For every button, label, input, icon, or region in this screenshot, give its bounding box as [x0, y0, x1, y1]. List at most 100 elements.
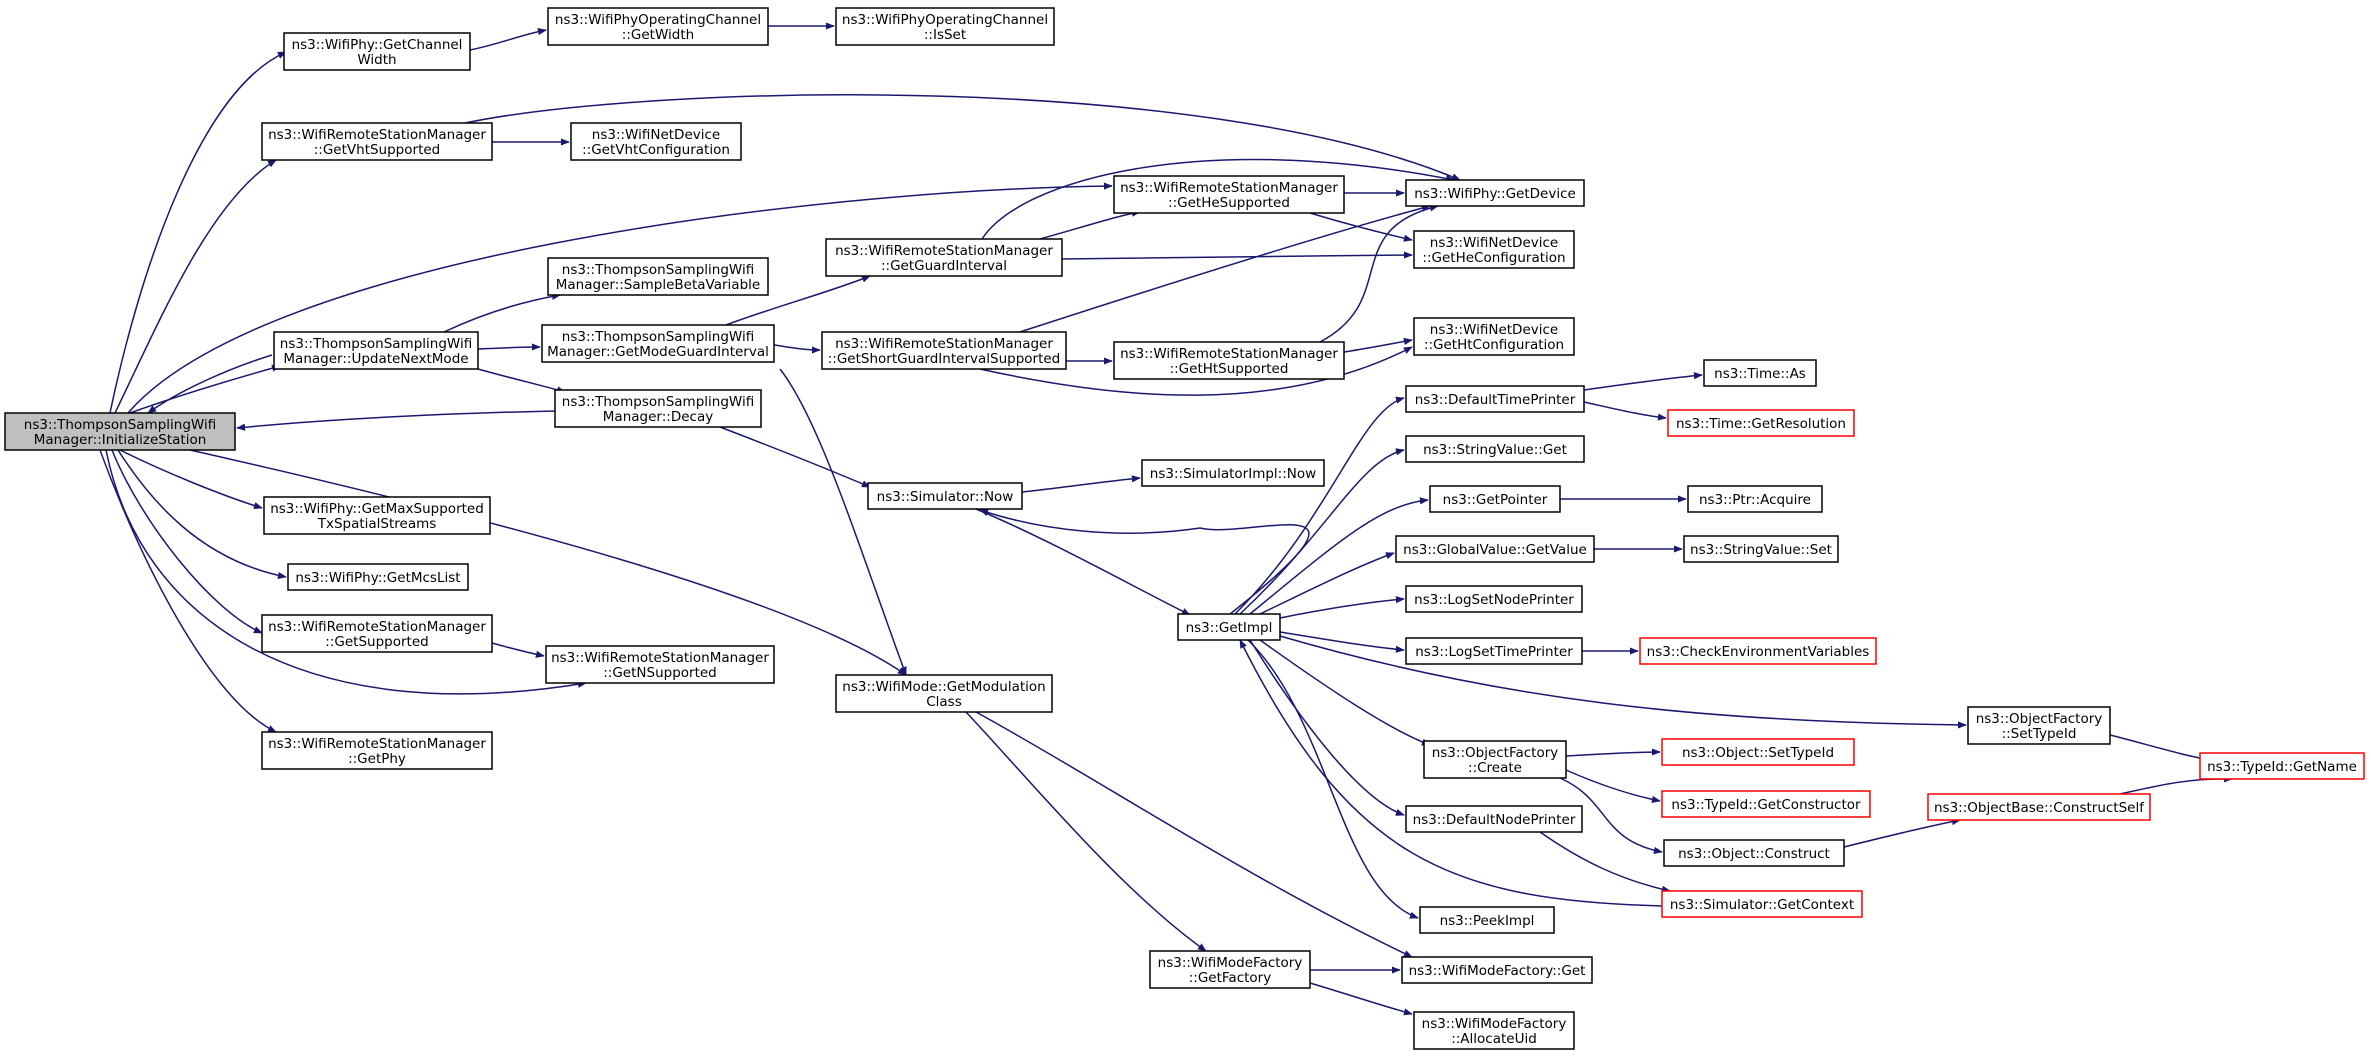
node-getMcsList[interactable]: ns3::WifiPhy::GetMcsList — [287, 563, 469, 591]
node-label: ::GetSupported — [325, 634, 428, 650]
edge-updateNextMode-to-decay — [477, 368, 566, 394]
node-stringValueGet[interactable]: ns3::StringValue::Get — [1405, 435, 1585, 463]
node-getVhtConfig[interactable]: ns3::WifiNetDevice::GetVhtConfiguration — [570, 122, 742, 161]
edge-init-to-getVhtSupported — [114, 159, 277, 414]
node-peekImpl[interactable]: ns3::PeekImpl — [1419, 906, 1555, 934]
node-box — [1405, 179, 1585, 207]
edge-init-to-getSupported — [111, 449, 263, 634]
node-logSetTimePrinter[interactable]: ns3::LogSetTimePrinter — [1405, 637, 1583, 665]
node-label: ::GetFactory — [1189, 970, 1271, 986]
node-stringValueSet[interactable]: ns3::StringValue::Set — [1683, 535, 1839, 563]
node-label: ns3::WifiPhy::GetChannel — [292, 37, 463, 53]
edge-init-to-getMcsList — [117, 449, 287, 579]
node-box — [1113, 341, 1345, 380]
node-label: ::IsSet — [924, 27, 966, 43]
edge-init-to-getNSupported — [105, 449, 587, 695]
node-opIsSet[interactable]: ns3::WifiPhyOperatingChannel::IsSet — [835, 7, 1055, 46]
node-box — [1419, 906, 1555, 934]
node-defaultTimePrinter[interactable]: ns3::DefaultTimePrinter — [1405, 385, 1585, 413]
node-label: ::GetHtConfiguration — [1424, 337, 1564, 353]
node-box — [263, 496, 491, 535]
node-label: Manager::SampleBetaVariable — [556, 277, 760, 293]
node-box — [1413, 317, 1575, 356]
node-ofCreate[interactable]: ns3::ObjectFactory::Create — [1423, 740, 1567, 779]
node-box — [261, 122, 493, 161]
node-logSetNodePrinter[interactable]: ns3::LogSetNodePrinter — [1405, 585, 1583, 613]
node-box — [554, 389, 762, 428]
node-objSetTypeId[interactable]: ns3::Object::SetTypeId — [1661, 738, 1855, 766]
node-sampleBeta[interactable]: ns3::ThompsonSamplingWifiManager::Sample… — [547, 257, 769, 296]
edge-defaultNodePrinter-to-simGetContext — [1539, 831, 1671, 893]
edge-simGetContext-to-getImpl — [1239, 639, 1663, 907]
node-typeIdGetName[interactable]: ns3::TypeId::GetName — [2199, 752, 2365, 780]
node-getVhtSupported[interactable]: ns3::WifiRemoteStationManager::GetVhtSup… — [261, 122, 493, 161]
edge-ofCreate-to-typeIdGetCtor — [1565, 769, 1661, 803]
node-label: ::GetNSupported — [603, 665, 717, 681]
edge-getHtSupported-to-getDevice — [1319, 204, 1439, 343]
node-init[interactable]: ns3::ThompsonSamplingWifiManager::Initia… — [4, 412, 236, 451]
node-label: ns3::DefaultNodePrinter — [1413, 812, 1576, 828]
edge-decay-to-init — [236, 410, 556, 431]
edge-getImpl-to-stringValueGet — [1239, 448, 1405, 615]
node-simulatorNow[interactable]: ns3::Simulator::Now — [867, 482, 1023, 510]
node-globalValueGetValue[interactable]: ns3::GlobalValue::GetValue — [1395, 535, 1595, 563]
node-wmfAllocateUid[interactable]: ns3::WifiModeFactory::AllocateUid — [1413, 1011, 1575, 1050]
node-wmfGet[interactable]: ns3::WifiModeFactory::Get — [1401, 956, 1593, 984]
node-getHtSupported[interactable]: ns3::WifiRemoteStationManager::GetHtSupp… — [1113, 341, 1345, 380]
node-simGetContext[interactable]: ns3::Simulator::GetContext — [1661, 890, 1863, 918]
node-label: Manager::GetModeGuardInterval — [547, 344, 769, 360]
node-label: ::AllocateUid — [1451, 1031, 1537, 1047]
node-defaultNodePrinter[interactable]: ns3::DefaultNodePrinter — [1405, 805, 1583, 833]
node-getImpl[interactable]: ns3::GetImpl — [1177, 613, 1281, 641]
edge-getImpl-to-logSetNodePrinter — [1279, 596, 1405, 619]
node-label: ns3::Object::Construct — [1678, 846, 1830, 862]
node-getHtConfig[interactable]: ns3::WifiNetDevice::GetHtConfiguration — [1413, 317, 1575, 356]
node-label: ns3::WifiPhy::GetMcsList — [295, 570, 460, 586]
node-label: ns3::TypeId::GetName — [2207, 759, 2357, 775]
node-objBaseConstructSelf[interactable]: ns3::ObjectBase::ConstructSelf — [1927, 793, 2151, 821]
node-box — [821, 331, 1067, 370]
node-objConstruct[interactable]: ns3::Object::Construct — [1663, 839, 1845, 867]
node-box — [1661, 790, 1871, 818]
node-label: ns3::WifiPhyOperatingChannel — [842, 12, 1048, 28]
node-getNSupported[interactable]: ns3::WifiRemoteStationManager::GetNSuppo… — [545, 645, 775, 684]
edge-init-to-getModClass — [189, 449, 907, 676]
node-getHeSupported[interactable]: ns3::WifiRemoteStationManager::GetHeSupp… — [1113, 175, 1345, 214]
node-getPhy[interactable]: ns3::WifiRemoteStationManager::GetPhy — [261, 731, 493, 770]
node-label: ns3::LogSetNodePrinter — [1414, 592, 1574, 608]
edge-objBaseConstructSelf-to-typeIdGetName — [2119, 775, 2233, 795]
node-box — [1639, 637, 1877, 665]
node-label: Manager::UpdateNextMode — [283, 351, 468, 367]
node-box — [1413, 1011, 1575, 1050]
node-getDevice[interactable]: ns3::WifiPhy::GetDevice — [1405, 179, 1585, 207]
node-label: ::GetHeConfiguration — [1422, 250, 1565, 266]
edge-getModClass-to-wmfGet — [975, 711, 1413, 958]
node-typeIdGetCtor[interactable]: ns3::TypeId::GetConstructor — [1661, 790, 1871, 818]
node-ptrAcquire[interactable]: ns3::Ptr::Acquire — [1687, 485, 1823, 513]
node-box — [1141, 459, 1325, 487]
node-updateNextMode[interactable]: ns3::ThompsonSamplingWifiManager::Update… — [273, 331, 479, 370]
node-label: ns3::GlobalValue::GetValue — [1403, 542, 1587, 558]
node-getGuardInterval[interactable]: ns3::WifiRemoteStationManager::GetGuardI… — [825, 238, 1063, 277]
node-getMaxSS[interactable]: ns3::WifiPhy::GetMaxSupportedTxSpatialSt… — [263, 496, 491, 535]
node-wmfGetFactory[interactable]: ns3::WifiModeFactory::GetFactory — [1149, 950, 1311, 989]
node-getPointer[interactable]: ns3::GetPointer — [1429, 485, 1561, 513]
node-opGetWidth[interactable]: ns3::WifiPhyOperatingChannel::GetWidth — [547, 7, 769, 46]
node-getHeConfig[interactable]: ns3::WifiNetDevice::GetHeConfiguration — [1413, 230, 1575, 269]
node-getSupported[interactable]: ns3::WifiRemoteStationManager::GetSuppor… — [261, 614, 493, 653]
node-simulatorImplNow[interactable]: ns3::SimulatorImpl::Now — [1141, 459, 1325, 487]
node-box — [1967, 706, 2111, 745]
edge-getHeSupported-to-getHeConfig — [1309, 212, 1413, 242]
edge-getHtSupported-to-getHtConfig — [1343, 337, 1413, 353]
node-ofSetTypeId[interactable]: ns3::ObjectFactory::SetTypeId — [1967, 706, 2111, 745]
node-checkEnv[interactable]: ns3::CheckEnvironmentVariables — [1639, 637, 1877, 665]
node-getModeGI[interactable]: ns3::ThompsonSamplingWifiManager::GetMod… — [541, 324, 775, 363]
node-timeAs[interactable]: ns3::Time::As — [1703, 359, 1817, 387]
node-timeGetResolution[interactable]: ns3::Time::GetResolution — [1667, 409, 1855, 437]
edge-updateNextMode-to-getModeGI — [477, 343, 541, 351]
node-getShortGI[interactable]: ns3::WifiRemoteStationManager::GetShortG… — [821, 331, 1067, 370]
